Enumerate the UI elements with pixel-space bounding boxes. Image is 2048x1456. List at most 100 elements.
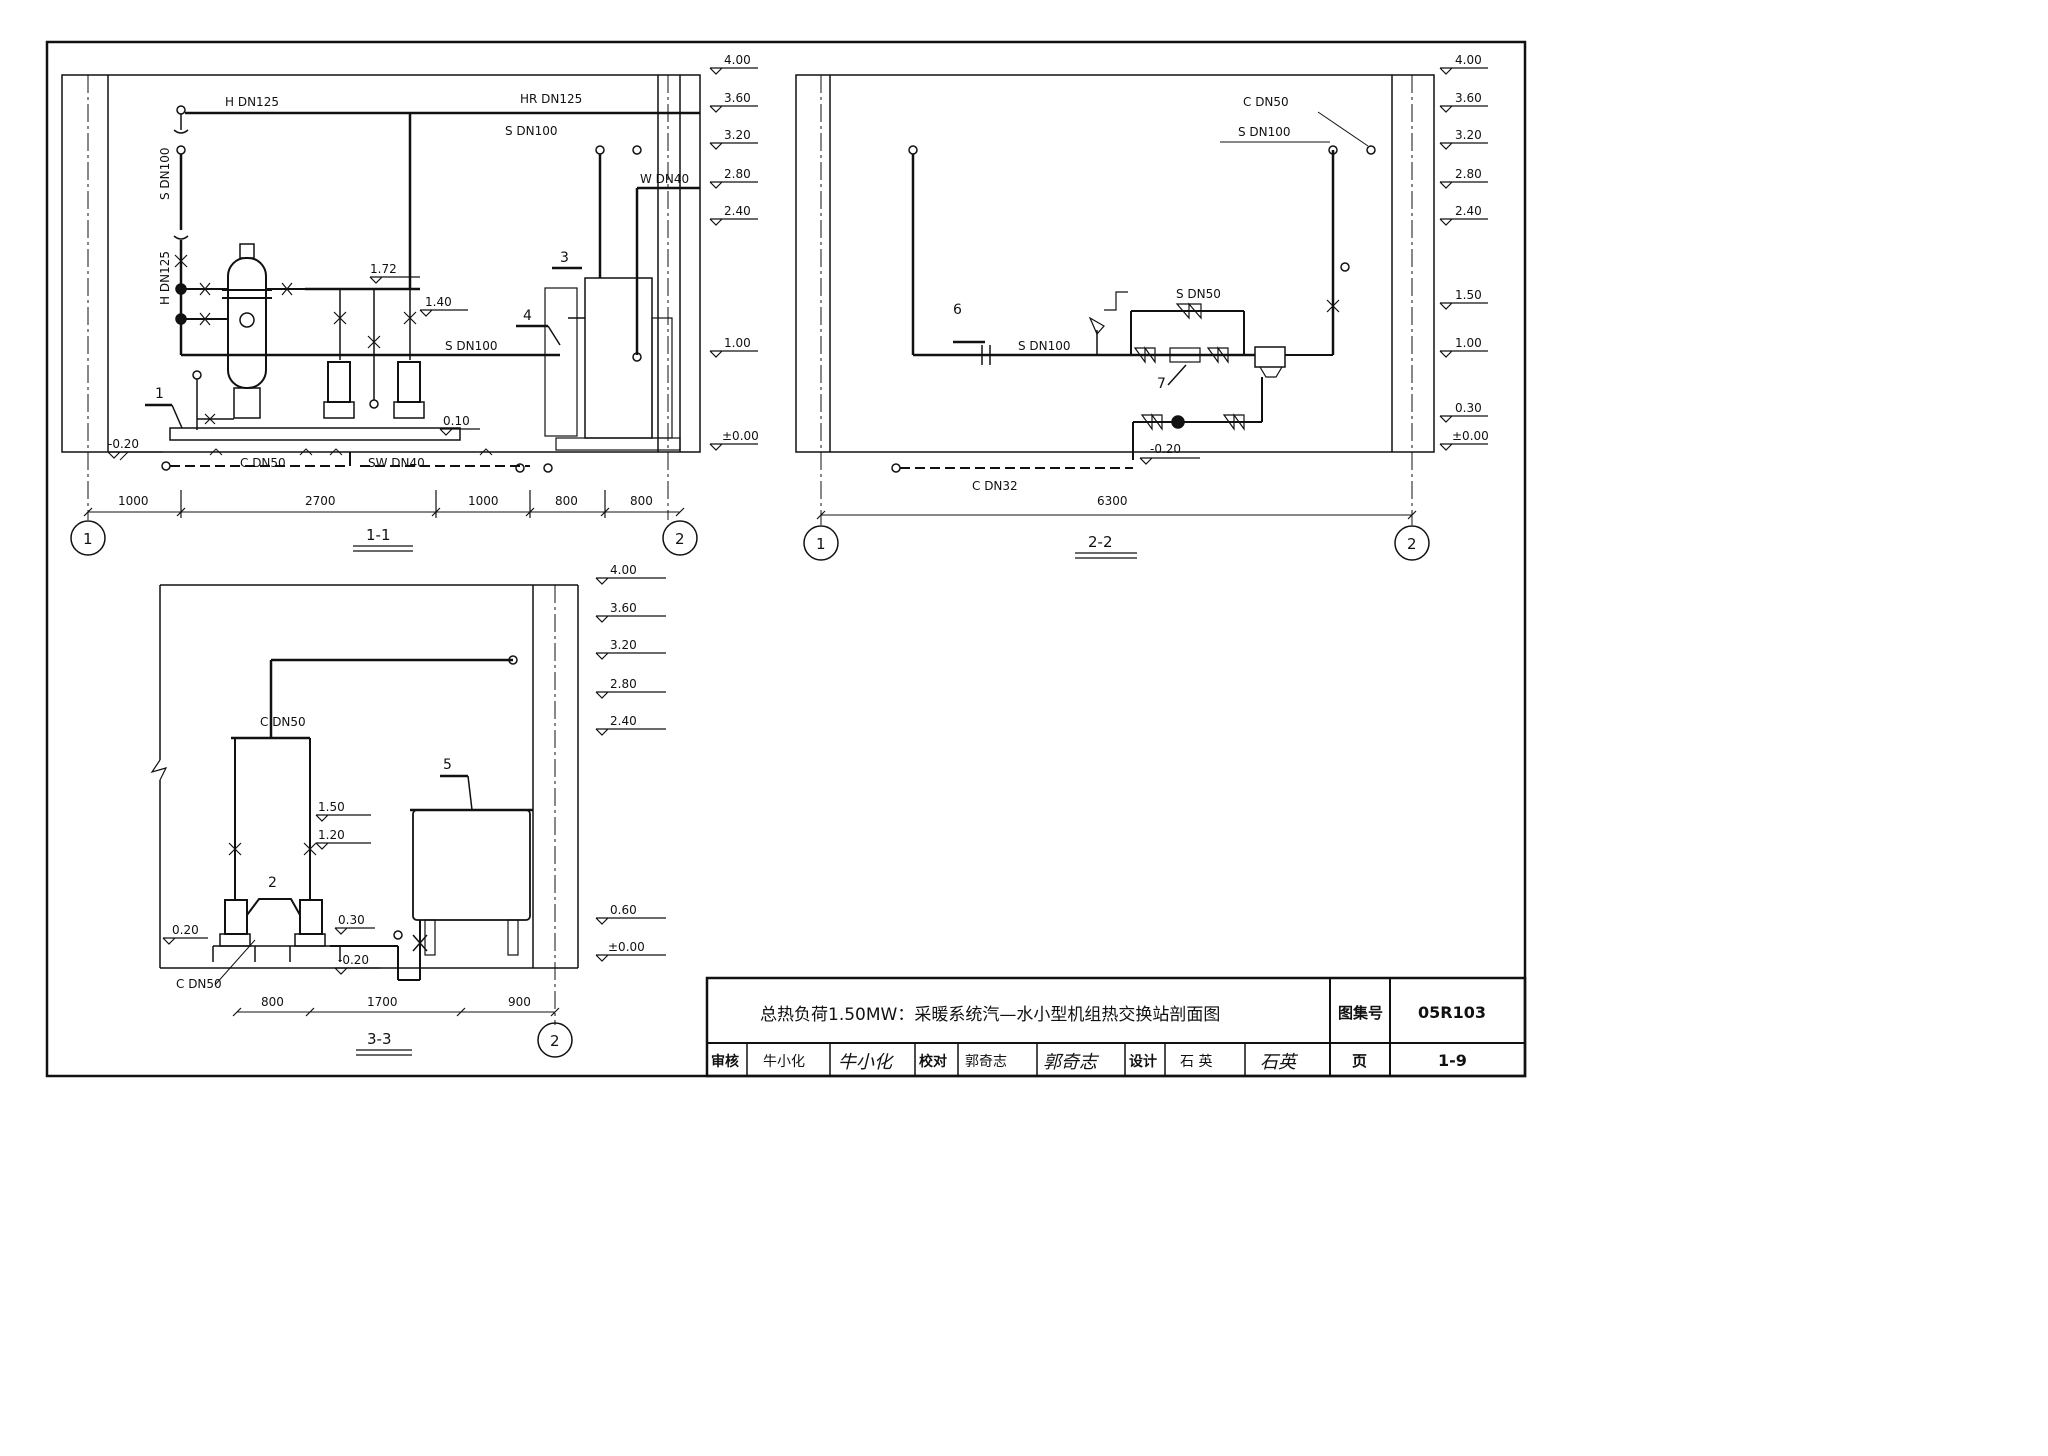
atlas-number: 05R103 [1418,1003,1486,1022]
flange-icon [981,345,991,365]
section-label: 1-1 [366,526,391,544]
reviewer-name: 牛小化 [763,1054,805,1070]
elevation-label: 0.60 [610,903,637,917]
elevation-label: 0.20 [172,923,199,937]
pipe-end-marker [1366,145,1376,155]
elevation-label: 3.20 [724,128,751,142]
section-label: 2-2 [1088,533,1113,551]
elevation-marks [162,577,666,975]
item-number: 4 [523,308,532,324]
heat-exchanger-vessel [222,243,272,419]
elevation-label: ±0.00 [608,940,645,954]
axis-bubble-1 [803,525,839,561]
pump-icon [219,899,251,947]
axis-number: 2 [675,530,685,548]
elevation-label: 2.40 [724,204,751,218]
designer-name: 石 英 [1180,1053,1212,1070]
pump-icon [323,289,355,419]
pressure-reducer-icon [1169,347,1201,363]
elevation-mark [1139,457,1200,465]
tank-base [555,437,681,451]
reviewer-signature: 牛小化 [838,1052,894,1073]
elevation-label: 3.20 [610,638,637,652]
axis-number: 1 [83,530,93,548]
pipe-end-marker [543,463,553,473]
elevation-label: ±0.00 [1452,429,1489,443]
valve-icon [199,282,211,326]
section-1-1 [61,67,758,556]
pipe-label: H DN125 [158,251,172,305]
pipe-end-marker [632,145,642,155]
check-label: 校对 [919,1053,947,1070]
title-block [705,976,1527,1078]
room-outline-2-2 [795,74,1435,453]
elevation-label: -0.20 [338,953,369,967]
elevation-label: 2.80 [610,677,637,691]
sheet-frame [45,40,1527,1078]
item-number: 3 [560,250,569,266]
axis-bubble-2 [1394,525,1430,561]
item-number: 7 [1157,376,1166,392]
dimension-ticks [83,490,685,518]
pipe-label: S DN100 [445,339,498,353]
elevation-label: 2.80 [1455,167,1482,181]
label-leader [1317,111,1369,147]
check-valve-icon [1171,415,1185,429]
axis-number: 2 [1407,535,1417,553]
drawing-title: 总热负荷1.50MW：采暖系统汽—水小型机组热交换站剖面图 [760,1005,1220,1025]
item-number: 5 [443,757,452,773]
dimension-value: 800 [555,494,578,508]
pipe-end-marker [908,145,918,155]
dimension-value: 1000 [468,494,499,508]
dimension-value: 6300 [1097,494,1128,508]
elevation-label: 2.40 [610,714,637,728]
dimension-value: 1000 [118,494,149,508]
pipe-end-marker [891,463,901,473]
elevation-label: 0.10 [443,414,470,428]
break-line [150,759,168,781]
elevation-label: 3.60 [1455,91,1482,105]
dimension-ticks [816,510,1417,520]
section-2-2 [795,67,1488,561]
pipe-label: C DN50 [1243,95,1289,109]
pipe-label: C DN32 [972,479,1018,493]
checker-name: 郭奇志 [965,1053,1007,1070]
elevation-label: 1.20 [318,828,345,842]
elevation-label: 0.30 [338,913,365,927]
pipe-label: HR DN125 [520,92,582,106]
elevation-label: 1.00 [1455,336,1482,350]
pump-icon [393,289,425,419]
water-tank [410,808,533,956]
pipe-end-marker [632,352,642,362]
pipe-end-marker [1328,145,1338,155]
ground-hatch [119,448,493,461]
axis-bubble-2 [662,520,698,556]
valve-icon [367,335,381,349]
item-tag-leader [171,404,183,429]
elevation-marks [1439,67,1488,451]
pipe-label: SW DN40 [368,456,425,470]
steam-trap-icon [1254,346,1286,368]
pipe-end-marker [508,655,518,665]
valve-icon [1222,413,1245,431]
design-label: 设计 [1129,1053,1157,1070]
steam-trap-icon [1259,366,1283,378]
elevation-label: -0.20 [1150,442,1181,456]
pipe-label: C DN50 [176,977,222,991]
pipe-label: H DN125 [225,95,279,109]
axis-bubble-2 [537,1022,573,1058]
elevation-label: 1.00 [724,336,751,350]
pipe-end-marker [369,399,379,409]
valve-icon [1326,299,1340,313]
exhaust-icon [1104,291,1128,311]
pipe-label: S DN100 [1018,339,1071,353]
elevation-label: 3.60 [724,91,751,105]
review-label: 审核 [711,1053,739,1070]
page-label: 页 [1352,1052,1367,1070]
axis-number: 2 [550,1032,560,1050]
dimension-value: 1700 [367,995,398,1009]
elevation-label: ±0.00 [722,429,759,443]
pump-icon [294,899,326,947]
valve-icon [281,282,293,296]
pipe-break [173,129,189,134]
